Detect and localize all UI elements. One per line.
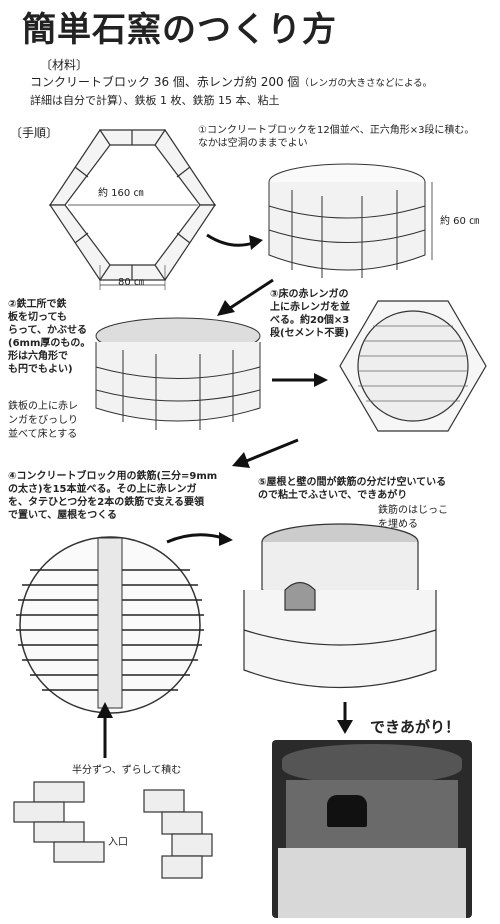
materials-line-2: 詳細は自分で計算）、鉄板 1 枚、鉄筋 15 本、粘土 <box>30 94 280 107</box>
step-2-note: 鉄板の上に赤レ ンガをびっしり 並べて床とする <box>8 401 78 440</box>
materials-line-1: コンクリートブロック 36 個、赤レンガ約 200 個（レンガの大きさなどによる… <box>30 73 432 90</box>
page-title: 簡単石窯のつくり方 <box>22 10 337 50</box>
arrow-icon <box>232 438 299 468</box>
arrow-icon <box>337 702 353 734</box>
done-label: できあがり！ <box>370 718 461 736</box>
side-length-label: 80 ㎝ <box>118 277 144 288</box>
step-1-text: ①コンクリートブロックを12個並べ、正六角形×3段に積む。 なかは空洞のままでよ… <box>198 125 475 149</box>
materials-heading: 〔材料〕 <box>40 58 89 72</box>
step-2-text: ②鉄工所で鉄 板を切っても らって、かぶせる (6mm厚のもの。 形は六角形で … <box>8 299 91 375</box>
photo-base <box>278 848 466 918</box>
photo-roof <box>282 744 462 784</box>
stagger-note: 半分ずつ、ずらして積む <box>72 765 182 776</box>
entrance-label: 入口 <box>108 837 128 848</box>
arrow-icon <box>272 373 328 387</box>
staggered-bricks-illustration <box>13 781 213 879</box>
step-4-text: ④コンクリートブロック用の鉄筋(三分=9mm の太さ)を15本並べる。その上に赤… <box>8 471 218 521</box>
step-5-text: ⑤屋根と壁の間が鉄筋の分だけ空いている ので粘土でふさいで、できあがり <box>258 477 447 501</box>
photo-wall <box>286 780 458 850</box>
arrow-icon <box>97 702 113 758</box>
materials-note: （レンガの大きさなどによる。 <box>299 78 433 89</box>
diameter-label: 約 160 ㎝ <box>98 188 144 199</box>
height-label: 約 60 ㎝ <box>440 216 480 227</box>
rebar-ends-note: 鉄筋のはじっこ を埋める <box>378 505 448 530</box>
finished-oven-illustration <box>243 523 437 689</box>
step-3-text: ③床の赤レンガの 上に赤レンガを並 べる。約20個×3 段(セメント不要) <box>270 289 350 339</box>
brick-floor-illustration <box>339 300 487 432</box>
photo-opening <box>327 795 367 827</box>
hexagon-layout-illustration <box>48 128 217 290</box>
finished-oven-photo <box>272 740 472 918</box>
materials-main: コンクリートブロック 36 個、赤レンガ約 200 個 <box>30 75 300 89</box>
arrow-icon <box>206 233 263 250</box>
steel-plate-illustration <box>95 317 261 430</box>
arrow-icon <box>217 278 274 316</box>
block-wall-illustration <box>268 163 433 278</box>
steps-heading: 〔手順〕 <box>10 126 59 140</box>
rebar-roof-illustration <box>16 536 204 714</box>
arrow-icon <box>166 532 233 546</box>
